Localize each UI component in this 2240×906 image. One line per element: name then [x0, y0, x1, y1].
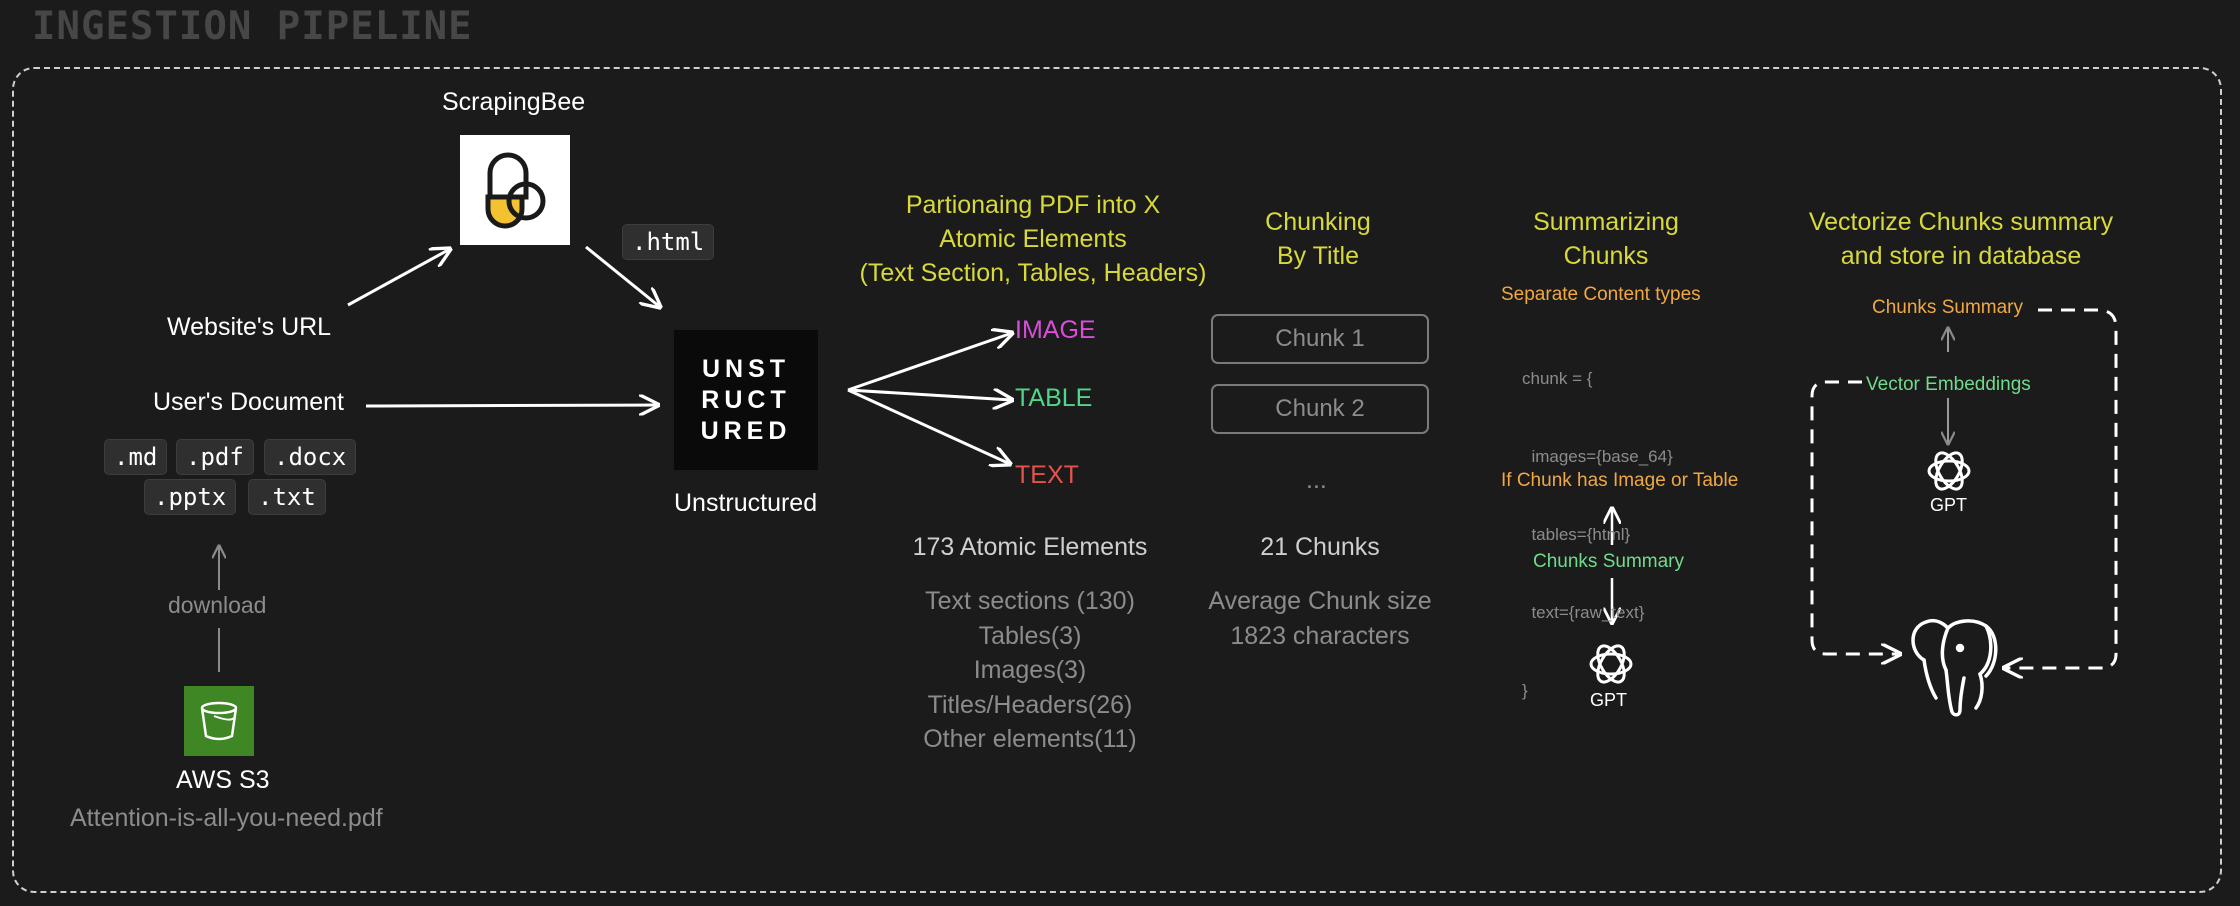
openai-gpt-icon-vector: [1927, 451, 1971, 491]
chunking-title: Chunking By Title: [1218, 205, 1418, 273]
unstructured-logo: UNST RUCT URED: [674, 330, 818, 470]
partition-title-line-2: Atomic Elements: [939, 225, 1127, 253]
html-chip: .html: [622, 224, 715, 260]
dashed-loop-right: [2004, 308, 2118, 668]
unstructured-logo-line-1: UNST: [701, 354, 791, 383]
breakdown-tables: Tables(3): [978, 621, 1082, 650]
gpt-label-vector: GPT: [1930, 495, 1968, 515]
vectorize-title: Vectorize Chunks summary and store in da…: [1796, 205, 2126, 273]
separate-content-label: Separate Content types: [1501, 284, 1701, 305]
chunk-code-block: chunk = { images={base_64} tables={html}…: [1522, 314, 1673, 730]
website-url-label: Website's URL: [167, 313, 332, 341]
postgres-elephant-icon: [1911, 618, 1998, 717]
file-chip-docx: .docx: [264, 439, 357, 475]
vector-embeddings-label: Vector Embeddings: [1866, 374, 2031, 395]
breakdown-other: Other elements(11): [923, 725, 1137, 753]
unstructured-label: Unstructured: [674, 489, 818, 517]
page-title: INGESTION PIPELINE: [32, 4, 473, 49]
partition-title: Partionaing PDF into X Atomic Elements (…: [853, 188, 1213, 290]
vectorize-title-line-2: and store in database: [1840, 242, 2082, 270]
arrow-to-table: [847, 390, 1012, 400]
element-text: TEXT: [1015, 461, 1079, 489]
vector-summary-label: Chunks Summary: [1872, 297, 2023, 318]
file-chip-pptx: .pptx: [144, 479, 237, 515]
summarizing-title-line-1: Summarizing: [1533, 208, 1679, 236]
breakdown-titles: Titles/Headers(26): [927, 690, 1133, 719]
scrapingbee-label: ScrapingBee: [442, 88, 586, 116]
arrow-url-to-scrapingbee: [347, 249, 450, 307]
breakdown-images: Images(3): [973, 656, 1087, 684]
code-line-5: }: [1522, 681, 1528, 700]
element-image: IMAGE: [1015, 316, 1096, 344]
unstructured-logo-line-3: URED: [700, 416, 792, 445]
vectorize-title-line-1: Vectorize Chunks summary: [1808, 208, 2114, 236]
breakdown-text-sections: Text sections (130): [925, 587, 1135, 615]
aws-s3-bucket-icon: [184, 686, 254, 756]
chunking-title-line-1: Chunking: [1265, 208, 1371, 236]
file-chip-pdf: .pdf: [176, 439, 254, 475]
condition-label: If Chunk has Image or Table: [1501, 470, 1739, 491]
summary-label: Chunks Summary: [1533, 551, 1684, 572]
partition-title-line-3: (Text Section, Tables, Headers): [859, 259, 1207, 287]
chunk-2-box: Chunk 2: [1211, 384, 1429, 434]
arrow-to-text: [847, 388, 1010, 464]
dashed-loop-left: [1810, 380, 1900, 654]
code-line-2: images={base_64}: [1522, 447, 1673, 466]
code-line-4: text={raw_text}: [1522, 603, 1645, 622]
arrow-document-to-unstructured: [365, 405, 658, 406]
arrow-scrapingbee-to-unstructured: [585, 245, 660, 307]
chunk-1-box: Chunk 1: [1211, 314, 1429, 364]
chunk-total: 21 Chunks: [1260, 533, 1380, 561]
scrapingbee-logo: [460, 135, 570, 245]
summarizing-title-line-2: Chunks: [1563, 242, 1649, 270]
file-chip-txt: .txt: [248, 479, 326, 515]
openai-gpt-icon: [1589, 644, 1633, 684]
aws-s3-label: AWS S3: [176, 766, 270, 794]
arrow-to-image: [847, 333, 1012, 392]
summarizing-title: Summarizing Chunks: [1506, 205, 1706, 273]
chunking-title-line-2: By Title: [1277, 242, 1359, 270]
s3-file-name: Attention-is-all-you-need.pdf: [70, 804, 383, 832]
code-line-1: chunk = {: [1522, 369, 1593, 388]
unstructured-logo-line-2: RUCT: [701, 385, 791, 414]
code-line-3: tables={html}: [1522, 525, 1631, 544]
pipeline-frame: [12, 67, 2222, 893]
atomic-breakdown: Text sections (130) Tables(3) Images(3) …: [900, 584, 1160, 757]
users-document-label: User's Document: [153, 388, 344, 416]
atomic-total: 173 Atomic Elements: [912, 533, 1148, 561]
chunk-average: Average Chunk size 1823 characters: [1190, 584, 1450, 653]
chunk-ellipsis: ...: [1306, 466, 1327, 494]
gpt-label-summarize: GPT: [1590, 690, 1628, 710]
chunk-average-line-2: 1823 characters: [1230, 621, 1410, 650]
download-label: download: [168, 592, 267, 618]
element-table: TABLE: [1015, 384, 1093, 412]
partition-title-line-1: Partionaing PDF into X: [905, 191, 1161, 219]
chunk-average-line-1: Average Chunk size: [1208, 587, 1432, 615]
file-chip-md: .md: [104, 439, 168, 475]
